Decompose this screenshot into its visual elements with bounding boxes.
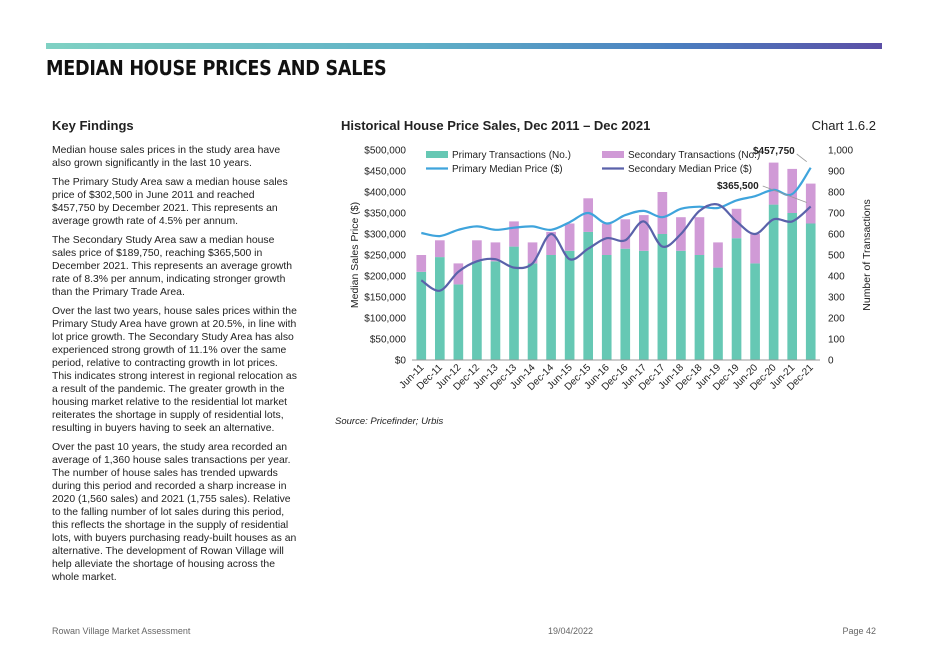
primary-transactions-bar xyxy=(509,246,519,360)
key-findings-title: Key Findings xyxy=(52,118,134,133)
paragraph: The Secondary Study Area saw a median ho… xyxy=(52,235,293,298)
y2-tick-label: 200 xyxy=(828,314,845,325)
y-tick-label: $150,000 xyxy=(364,293,406,304)
chart-number: Chart 1.6.2 xyxy=(811,118,876,133)
annotation-secondary-price: $365,500 xyxy=(717,181,759,192)
primary-transactions-bar xyxy=(713,267,723,360)
y2-tick-label: 1,000 xyxy=(828,146,853,157)
primary-transactions-bar xyxy=(472,261,482,360)
primary-transactions-bar xyxy=(731,238,742,360)
primary-transactions-bar xyxy=(620,248,631,360)
secondary-transactions-bar xyxy=(546,231,556,255)
legend-label: Secondary Transactions (No.) xyxy=(628,150,760,161)
footer-date: 19/04/2022 xyxy=(548,626,594,636)
legend-label: Primary Median Price ($) xyxy=(452,164,563,175)
secondary-transactions-bar xyxy=(657,192,668,234)
page-heading: MEDIAN HOUSE PRICES AND SALES xyxy=(46,56,387,80)
y-tick-label: $250,000 xyxy=(364,251,406,262)
y-tick-label: $450,000 xyxy=(364,167,406,178)
y2-tick-label: 900 xyxy=(828,167,845,178)
y-tick-label: $50,000 xyxy=(370,335,407,346)
legend-label: Secondary Median Price ($) xyxy=(628,164,752,175)
annotation-leader xyxy=(796,153,807,163)
secondary-transactions-bar xyxy=(750,234,760,264)
paragraph: The Primary Study Area saw a median hous… xyxy=(52,177,288,227)
y-tick-label: $200,000 xyxy=(364,272,406,283)
y2-tick-label: 800 xyxy=(828,188,845,199)
primary-transactions-bar xyxy=(416,271,427,360)
y2-tick-label: 700 xyxy=(828,209,845,220)
legend-swatch xyxy=(602,151,624,158)
primary-transactions-bar xyxy=(676,250,686,360)
legend-swatch xyxy=(426,151,448,158)
secondary-transactions-bar xyxy=(638,215,649,251)
y-tick-label: $400,000 xyxy=(364,188,406,199)
secondary-transactions-bar xyxy=(564,223,575,251)
secondary-transactions-bar xyxy=(787,168,798,213)
y2-axis-title: Number of Transactions xyxy=(861,199,873,310)
primary-transactions-bar xyxy=(768,204,779,360)
primary-transactions-bar xyxy=(601,255,612,360)
secondary-transactions-bar xyxy=(620,219,631,249)
primary-transactions-bar xyxy=(657,234,668,360)
paragraph: Over the last two years, house sales pri… xyxy=(52,306,297,434)
y-tick-label: $300,000 xyxy=(364,230,406,241)
secondary-transactions-bar xyxy=(713,242,723,268)
primary-median-price-line xyxy=(421,167,812,238)
secondary-transactions-bar xyxy=(434,240,445,258)
primary-transactions-bar xyxy=(694,255,705,360)
secondary-transactions-bar xyxy=(527,242,538,264)
primary-transactions-bar xyxy=(787,213,798,360)
source-note: Source: Pricefinder; Urbis xyxy=(335,416,444,427)
y2-tick-label: 300 xyxy=(828,293,845,304)
primary-transactions-bar xyxy=(583,231,594,360)
primary-transactions-bar xyxy=(434,257,445,360)
y-tick-label: $100,000 xyxy=(364,314,406,325)
key-findings-body: Median house sales prices in the study a… xyxy=(52,144,298,590)
primary-transactions-bar xyxy=(453,284,464,360)
primary-transactions-bar xyxy=(564,250,575,360)
y-tick-label: $350,000 xyxy=(364,209,406,220)
primary-transactions-bar xyxy=(527,263,538,360)
y-tick-label: $0 xyxy=(395,356,407,367)
secondary-transactions-bar xyxy=(583,198,594,232)
y-axis-title: Median Sales Price ($) xyxy=(349,202,361,308)
primary-transactions-bar xyxy=(638,250,649,360)
primary-transactions-bar xyxy=(546,255,556,360)
secondary-transactions-bar xyxy=(694,217,705,255)
secondary-transactions-bar xyxy=(416,255,427,272)
y2-tick-label: 0 xyxy=(828,356,834,367)
secondary-transactions-bar xyxy=(472,240,482,262)
legend-label: Primary Transactions (No.) xyxy=(452,150,571,161)
footer-document-title: Rowan Village Market Assessment xyxy=(52,626,191,636)
chart-container: $0 $50,000 $100,000 $150,000 $200,000 $250,00… xyxy=(330,138,882,410)
footer-page-number: Page 42 xyxy=(842,626,876,636)
primary-transactions-bar xyxy=(805,223,816,360)
y-tick-label: $500,000 xyxy=(364,146,406,157)
y2-tick-label: 400 xyxy=(828,272,845,283)
secondary-transactions-bar xyxy=(731,208,742,239)
y2-tick-label: 600 xyxy=(828,230,845,241)
combo-chart: $0 $50,000 $100,000 $150,000 $200,000 $250,00… xyxy=(349,146,873,393)
primary-transactions-bar xyxy=(750,263,760,360)
y2-tick-label: 500 xyxy=(828,251,845,262)
y2-tick-label: 100 xyxy=(828,335,845,346)
secondary-transactions-bar xyxy=(453,263,464,285)
secondary-transactions-bar xyxy=(490,242,501,262)
secondary-transactions-bar xyxy=(805,183,816,224)
paragraph: Median house sales prices in the study a… xyxy=(52,145,281,169)
secondary-transactions-bar xyxy=(509,221,519,247)
paragraph: Over the past 10 years, the study area r… xyxy=(52,442,297,583)
top-accent-bar xyxy=(46,43,882,49)
annotation-primary-price: $457,750 xyxy=(753,146,795,157)
annotation-leader xyxy=(762,185,807,203)
chart-heading: Historical House Price Sales, Dec 2011 –… xyxy=(341,118,651,133)
primary-transactions-bar xyxy=(490,261,501,360)
secondary-transactions-bar xyxy=(768,162,779,205)
secondary-median-price-line xyxy=(420,203,812,292)
